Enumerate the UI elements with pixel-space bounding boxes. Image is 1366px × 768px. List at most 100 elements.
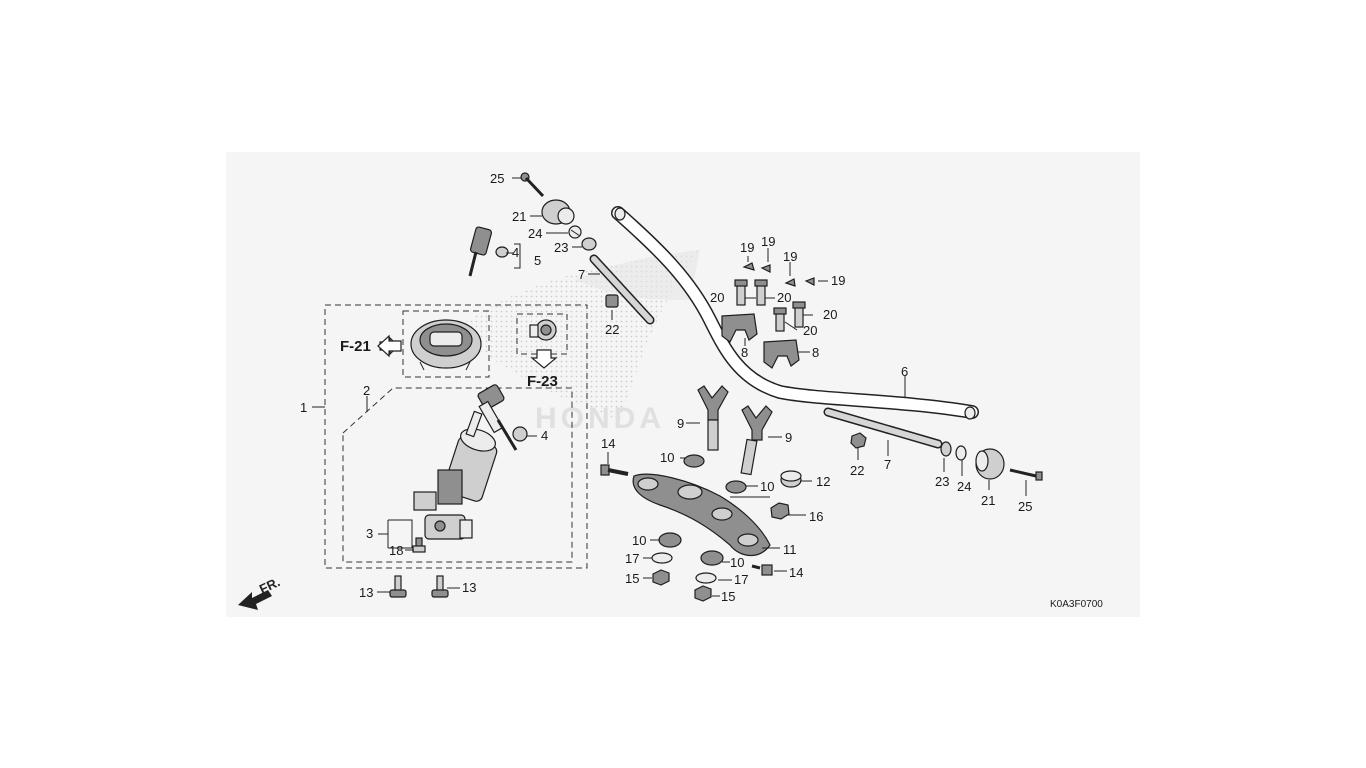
nut-15-a-icon xyxy=(652,569,670,586)
callout-10-b: 10 xyxy=(760,479,774,494)
callout-14-a: 14 xyxy=(601,436,615,451)
nut-15-b-icon xyxy=(694,585,712,602)
callout-2: 2 xyxy=(363,383,370,398)
holder-9-left-icon xyxy=(697,385,729,451)
top-bridge-11-icon xyxy=(632,473,771,557)
cap-19-b-icon xyxy=(760,264,771,273)
clip-24-right-icon xyxy=(955,445,967,461)
callout-6: 6 xyxy=(901,364,908,379)
bolt-14-a-icon xyxy=(600,464,629,476)
bolt-18-icon xyxy=(412,537,426,553)
weight-21-right-icon xyxy=(975,448,1005,480)
bolt-25-right-icon xyxy=(1009,468,1043,481)
callout-18: 18 xyxy=(389,543,403,558)
callout-19-b: 19 xyxy=(761,234,775,249)
bushing-10-c-icon xyxy=(658,532,682,548)
callout-20-b: 20 xyxy=(777,290,791,305)
leader-lines xyxy=(312,177,1027,597)
callout-20-c: 20 xyxy=(803,323,817,338)
ring-23-right-icon xyxy=(940,441,952,457)
washer-4-icon xyxy=(512,426,528,442)
callout-24-right: 24 xyxy=(957,479,971,494)
callout-3: 3 xyxy=(366,526,373,541)
ignition-key-icon xyxy=(465,384,518,451)
diagram-panel xyxy=(226,152,1140,617)
bolt-20-a-icon xyxy=(734,279,748,306)
fuel-cap-icon xyxy=(410,319,482,371)
callout-16: 16 xyxy=(809,509,823,524)
bolt-20-b-icon xyxy=(754,279,768,306)
callout-20-d: 20 xyxy=(823,307,837,322)
clip-24-top-icon xyxy=(568,225,582,239)
collar-12-icon xyxy=(780,470,802,488)
seat-lock-icon xyxy=(529,319,557,341)
callout-13-b: 13 xyxy=(462,580,476,595)
callout-9-a: 9 xyxy=(677,416,684,431)
callout-15-a: 15 xyxy=(625,571,639,586)
bushing-10-d-icon xyxy=(700,550,724,566)
rod-7-top-icon xyxy=(589,254,655,325)
callout-5: 5 xyxy=(534,253,541,268)
bushing-10-a-icon xyxy=(683,454,705,468)
ref-f21-label[interactable]: F-21 xyxy=(340,338,371,355)
callout-22-right: 22 xyxy=(850,463,864,478)
callout-24-top: 24 xyxy=(528,226,542,241)
callout-12: 12 xyxy=(816,474,830,489)
callout-17-a: 17 xyxy=(625,551,639,566)
bolt-25-top-icon xyxy=(520,172,545,198)
callout-17-b: 17 xyxy=(734,572,748,587)
holder-8-right-icon xyxy=(763,339,800,369)
holder-9-right-icon xyxy=(740,405,773,476)
bolt-20-c-icon xyxy=(773,307,787,332)
bolt-20-d-icon xyxy=(792,301,806,328)
callout-21-right: 21 xyxy=(981,493,995,508)
callout-10-c: 10 xyxy=(632,533,646,548)
callout-7-right: 7 xyxy=(884,457,891,472)
handlebar-6-icon xyxy=(611,206,979,420)
bushing-10-b-icon xyxy=(725,480,747,494)
callout-15-b: 15 xyxy=(721,589,735,604)
weight-21-top-icon xyxy=(541,199,575,225)
callout-8-b: 8 xyxy=(812,345,819,360)
callout-25-top: 25 xyxy=(490,171,504,186)
washer-17-b-icon xyxy=(695,572,717,584)
callout-8-a: 8 xyxy=(741,345,748,360)
washer-4-top-icon xyxy=(495,246,509,258)
svg-text:HONDA: HONDA xyxy=(535,402,665,435)
key-5-icon xyxy=(468,226,493,277)
callout-19-d: 19 xyxy=(831,273,845,288)
callout-4-mid: 4 xyxy=(541,428,548,443)
nut-22-top-icon xyxy=(605,294,619,308)
callout-10-a: 10 xyxy=(660,450,674,465)
callout-23-right: 23 xyxy=(935,474,949,489)
ref-f23-label[interactable]: F-23 xyxy=(527,373,558,390)
callout-7-top: 7 xyxy=(578,267,585,282)
callout-1: 1 xyxy=(300,400,307,415)
cap-19-d-icon xyxy=(804,277,815,286)
nut-22-right-icon xyxy=(850,432,867,449)
rod-7-right-icon xyxy=(823,407,943,449)
callout-11: 11 xyxy=(783,542,797,557)
screw-13-b-icon xyxy=(431,575,449,598)
front-arrow-icon xyxy=(238,590,272,610)
cap-19-c-icon xyxy=(784,278,796,287)
callout-10-d: 10 xyxy=(730,555,744,570)
ref-f23-arrow[interactable] xyxy=(530,349,558,369)
callout-25-right: 25 xyxy=(1018,499,1032,514)
assembly-1-outline xyxy=(324,304,588,569)
callout-9-b: 9 xyxy=(785,430,792,445)
callout-14-b: 14 xyxy=(789,565,803,580)
washer-17-a-icon xyxy=(651,552,673,564)
diagram-code: K0A3F0700 xyxy=(1050,599,1103,610)
callout-23-top: 23 xyxy=(554,240,568,255)
screw-13-a-icon xyxy=(389,575,407,598)
ref-f21-arrow[interactable] xyxy=(377,334,402,358)
callout-4-top: 4 xyxy=(512,245,519,260)
assembly-2-outline xyxy=(342,387,573,563)
ring-23-top-icon xyxy=(581,237,597,251)
callout-13-a: 13 xyxy=(359,585,373,600)
callout-21-top: 21 xyxy=(512,209,526,224)
callout-20-a: 20 xyxy=(710,290,724,305)
cap-19-a-icon xyxy=(742,262,755,271)
